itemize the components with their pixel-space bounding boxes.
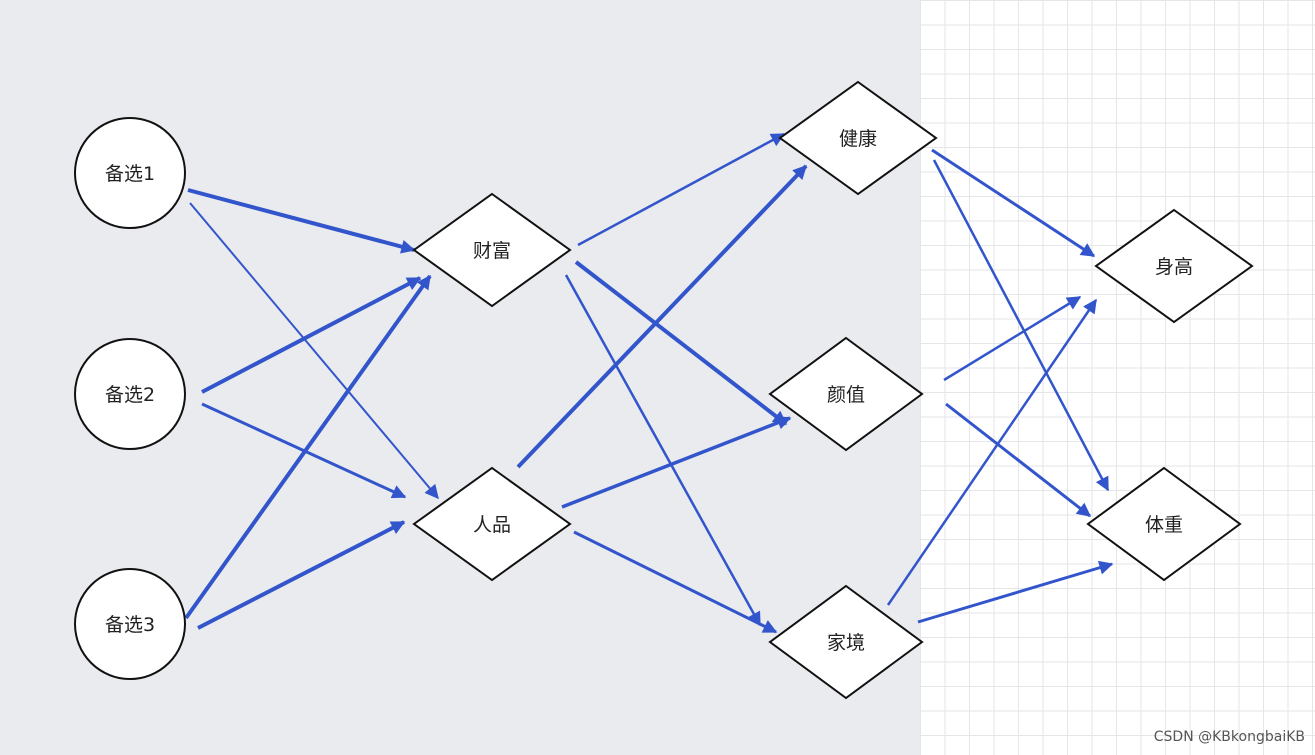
edge-character-family — [573, 530, 778, 634]
edge-character-looks — [561, 416, 792, 509]
node-height[interactable]: 身高 — [1094, 208, 1254, 324]
node-opt3[interactable]: 备选3 — [74, 568, 186, 680]
edge-opt2-wealth — [201, 276, 422, 394]
node-character-label: 人品 — [473, 514, 511, 536]
edge-opt1-wealth — [187, 188, 416, 254]
edge-opt1-character — [189, 202, 439, 500]
edge-character-health — [516, 164, 808, 469]
node-height-label: 身高 — [1155, 256, 1193, 278]
node-family[interactable]: 家境 — [768, 584, 924, 700]
edge-health-weight — [932, 159, 1110, 492]
node-looks[interactable]: 颜值 — [768, 336, 924, 452]
edge-health-height — [931, 148, 1096, 258]
node-health[interactable]: 健康 — [778, 80, 938, 196]
edge-wealth-health — [577, 132, 786, 247]
edge-looks-height — [943, 295, 1082, 382]
node-wealth-label: 财富 — [473, 240, 511, 262]
node-wealth[interactable]: 财富 — [412, 192, 572, 308]
grid-panel — [920, 0, 1315, 755]
edge-family-weight — [917, 560, 1114, 624]
edge-looks-weight — [945, 402, 1092, 518]
node-family-label: 家境 — [827, 632, 865, 654]
edge-opt3-character — [197, 520, 406, 630]
node-opt3-label: 备选3 — [105, 614, 155, 636]
node-weight-label: 体重 — [1145, 514, 1183, 536]
edge-wealth-family — [564, 274, 762, 627]
node-character[interactable]: 人品 — [412, 466, 572, 582]
node-looks-label: 颜值 — [827, 384, 865, 406]
node-health-label: 健康 — [839, 128, 877, 150]
edges — [184, 132, 1114, 634]
edge-wealth-looks — [574, 260, 788, 426]
node-opt1-label: 备选1 — [105, 163, 155, 185]
watermark: CSDN @KBkongbaiKB — [1153, 729, 1305, 745]
edge-opt3-wealth — [184, 274, 432, 620]
edge-family-height — [886, 298, 1098, 606]
node-weight[interactable]: 体重 — [1086, 466, 1242, 582]
node-opt2[interactable]: 备选2 — [74, 338, 186, 450]
node-opt1[interactable]: 备选1 — [74, 117, 186, 229]
node-opt2-label: 备选2 — [105, 384, 155, 406]
